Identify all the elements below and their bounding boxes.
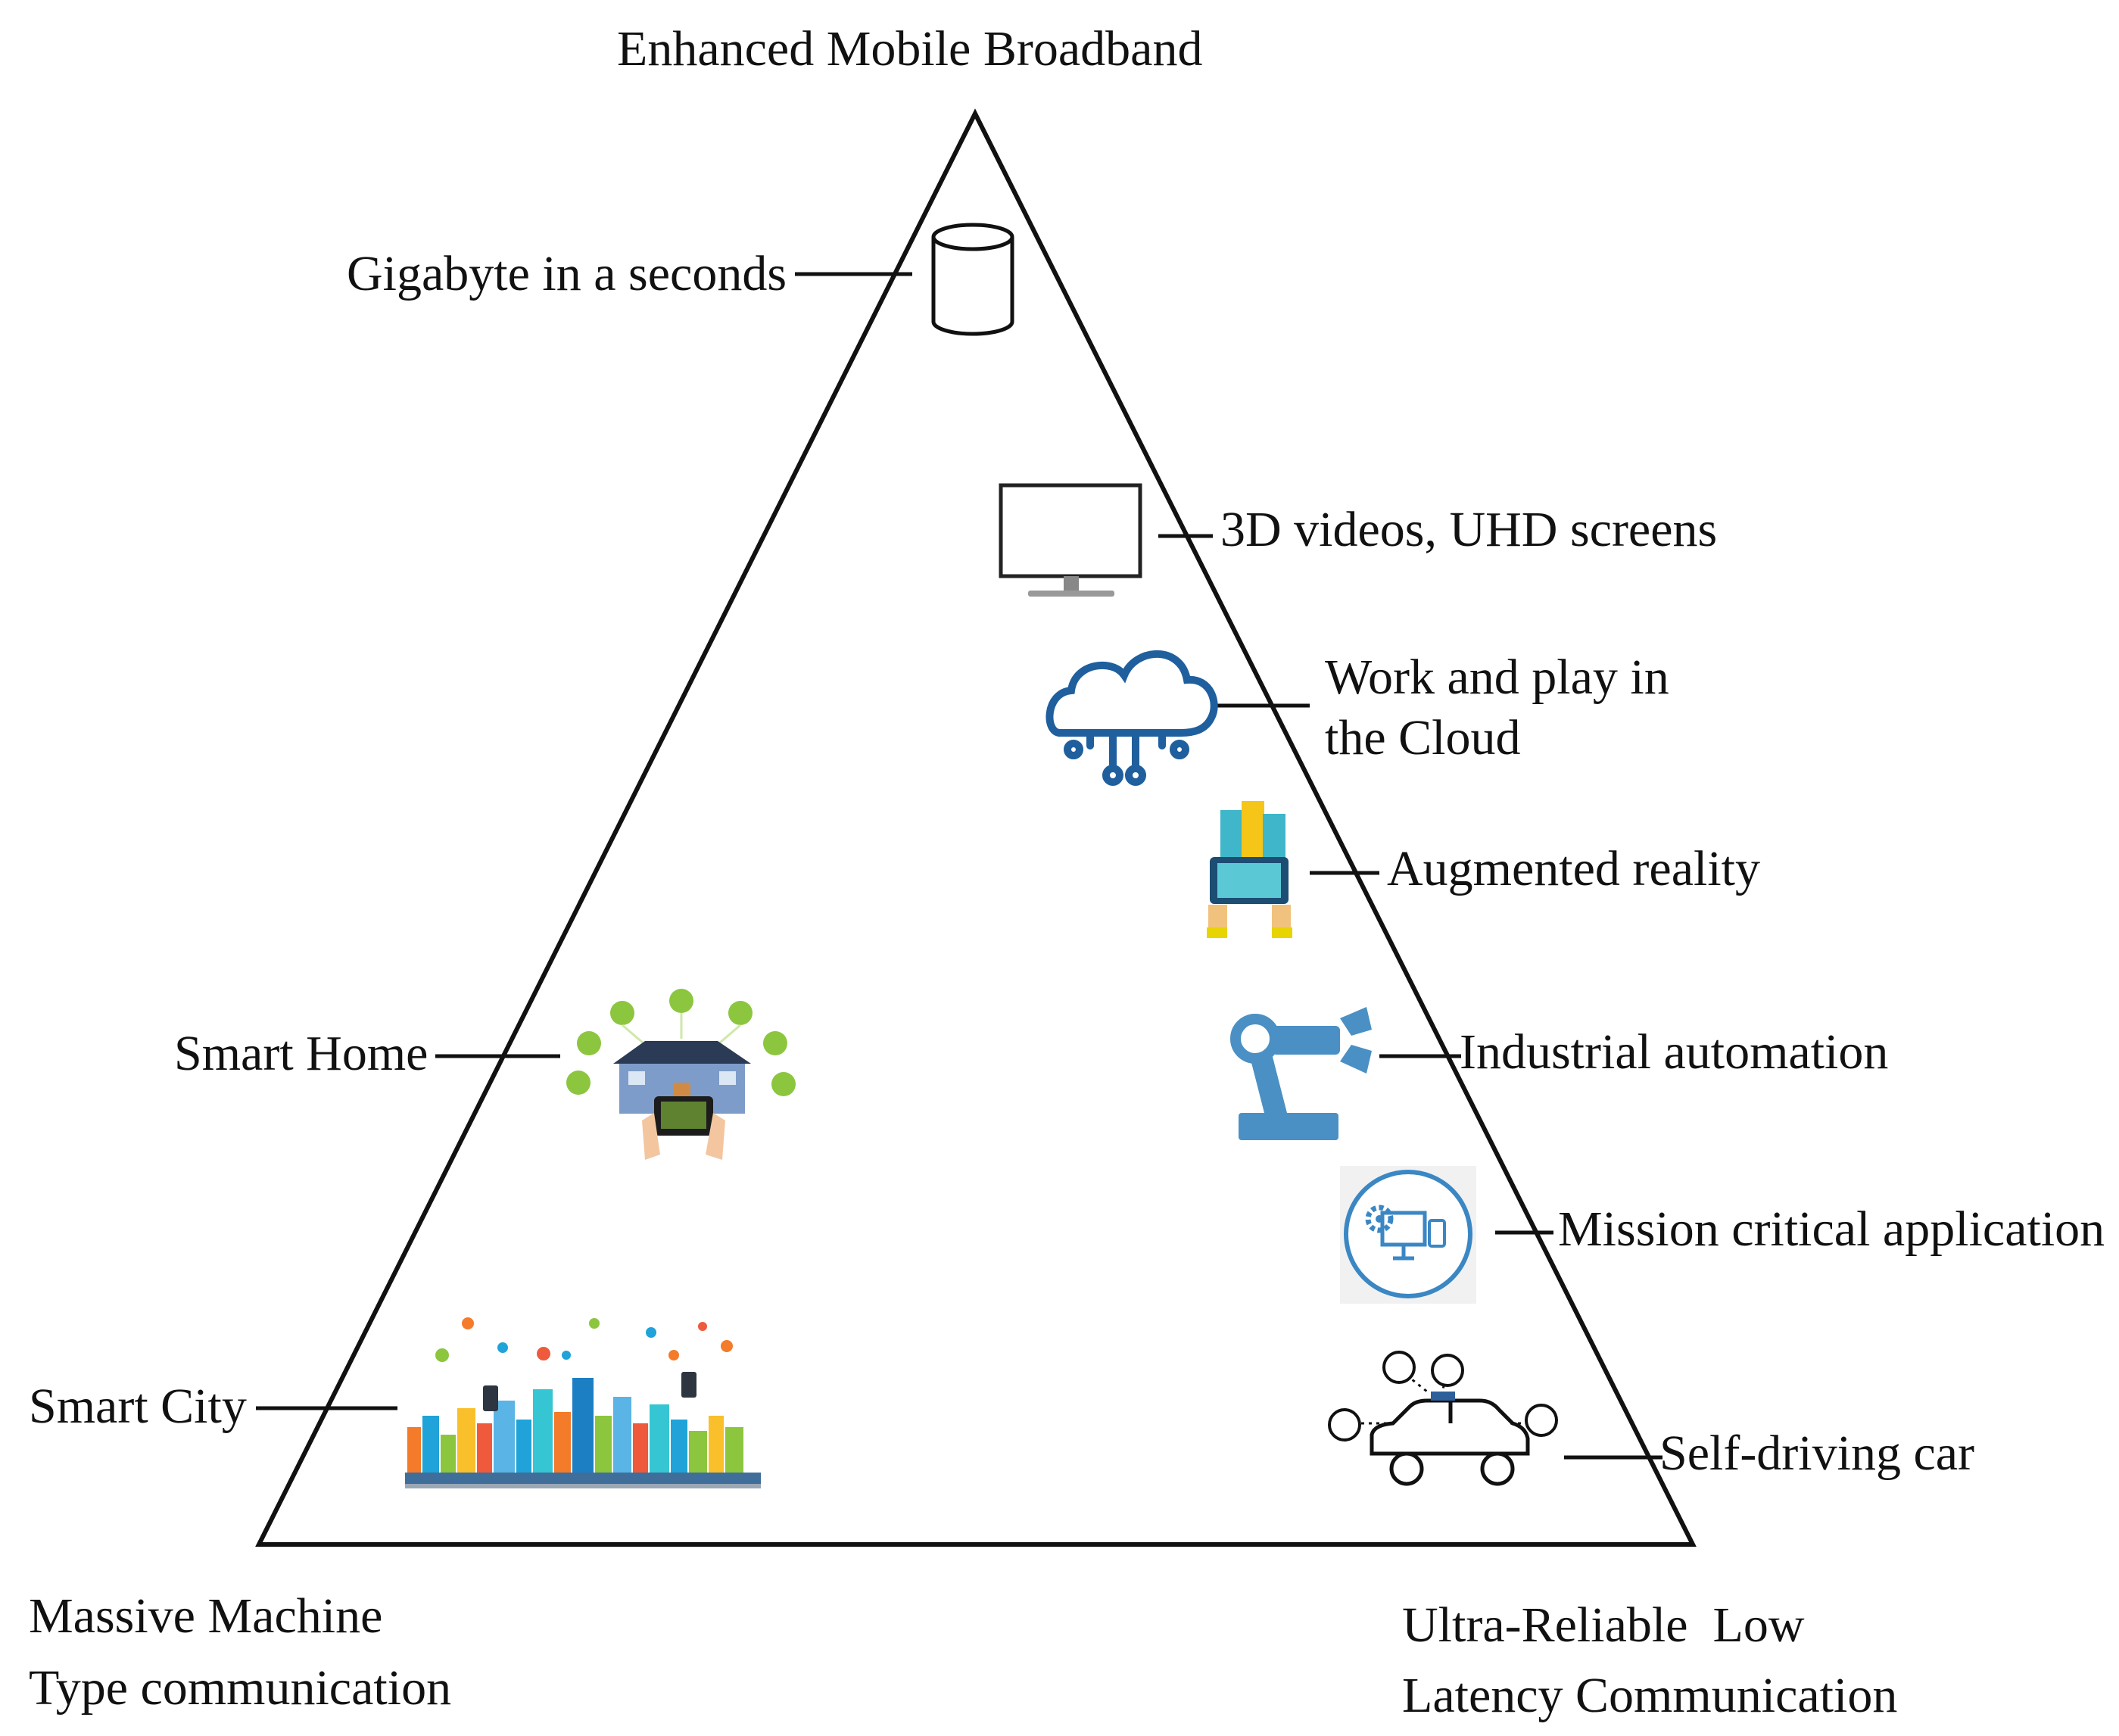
label-smart-home: Smart Home — [174, 1026, 428, 1081]
label-mission-critical: Mission critical application — [1558, 1201, 2105, 1257]
label-gigabyte: Gigabyte in a seconds — [347, 246, 787, 301]
label-3d-videos: 3D videos, UHD screens — [1220, 502, 1718, 557]
monitor-icon — [999, 483, 1142, 597]
database-cylinder-icon — [931, 223, 1014, 336]
apex-bottom-right-label-line1: Ultra-Reliable Low — [1402, 1597, 1805, 1653]
label-augmented-reality: Augmented reality — [1387, 841, 1761, 896]
apex-bottom-right-label-line2: Latency Communication — [1402, 1668, 1898, 1723]
smart-home-icon — [566, 989, 796, 1160]
smart-city-icon — [405, 1317, 761, 1488]
label-cloud-line2: the Cloud — [1325, 710, 1521, 765]
pyramid-triangle — [255, 108, 1697, 1547]
label-self-driving-car: Self-driving car — [1659, 1426, 1975, 1481]
apex-top-label: Enhanced Mobile Broadband — [617, 21, 1203, 76]
label-industrial-automation: Industrial automation — [1460, 1024, 1889, 1080]
label-smart-city: Smart City — [29, 1379, 247, 1434]
apex-bottom-left-label-line2: Type communication — [29, 1660, 452, 1716]
apex-bottom-left-label-line1: Massive Machine — [29, 1588, 383, 1644]
connector-lines — [256, 272, 1662, 1460]
robot-arm-icon — [1230, 1007, 1372, 1140]
label-cloud-line1: Work and play in — [1325, 650, 1669, 705]
cloud-circuit-icon — [1045, 650, 1218, 786]
augmented-reality-tablet-icon — [1207, 801, 1292, 938]
connected-car-icon — [1328, 1351, 1558, 1486]
devices-gear-icon — [1340, 1166, 1476, 1304]
